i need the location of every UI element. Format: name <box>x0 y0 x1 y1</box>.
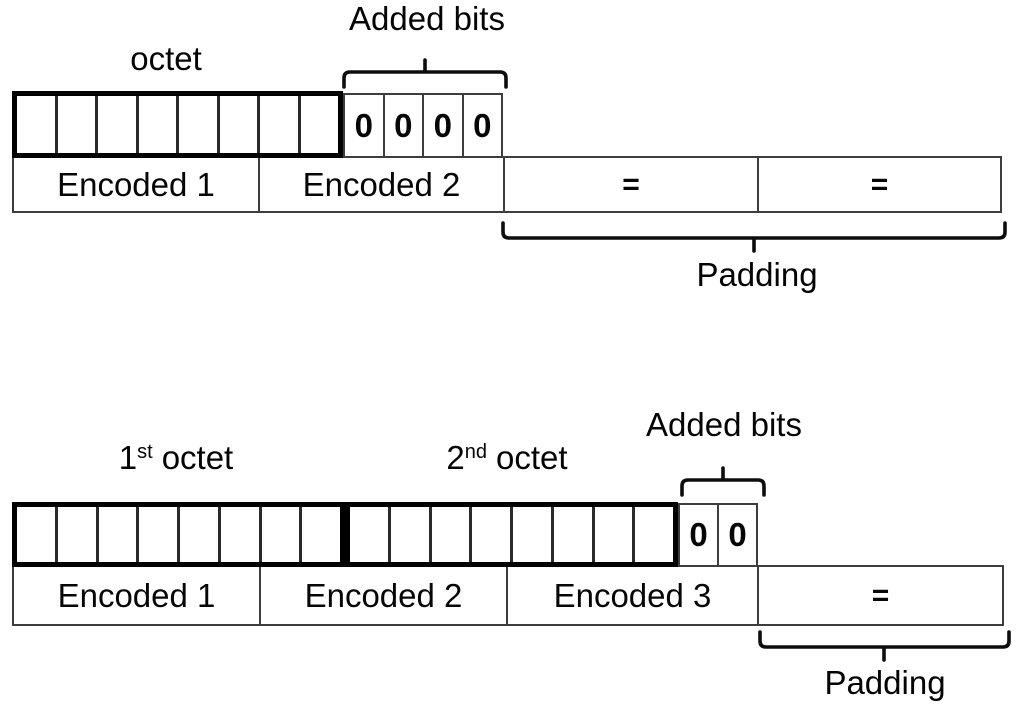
bit-cell <box>17 96 58 153</box>
added-bits-row: 0 0 0 0 <box>343 93 503 156</box>
first-octet-box <box>12 502 345 567</box>
first-octet-number: 1 <box>118 439 138 476</box>
bit-cell <box>99 507 140 562</box>
added-bits-brace-icon <box>679 464 767 498</box>
bit-cell <box>58 96 98 153</box>
octet-box <box>12 91 343 158</box>
added-bit-cell: 0 <box>345 95 385 156</box>
encoded-cell: Encoded 2 <box>261 567 508 624</box>
bit-cell <box>301 96 339 153</box>
octet-bit-cells <box>17 96 338 153</box>
padding-cell: = <box>870 167 889 201</box>
bit-cell <box>260 96 301 153</box>
bit-cell <box>262 507 303 562</box>
padding-cell: = <box>505 158 759 211</box>
added-bit-cell: 0 <box>424 95 464 156</box>
octet-bit-cells <box>17 507 340 562</box>
bit-cell <box>432 507 473 562</box>
encoded-cell: Encoded 1 <box>14 567 261 624</box>
bit-cell <box>220 96 260 153</box>
octet-bit-cells <box>350 507 673 562</box>
second-octet-ordinal: nd <box>464 441 488 463</box>
encoded-cell: Encoded 2 <box>260 158 505 211</box>
added-bits-label: Added bits <box>646 406 802 443</box>
encoded-cell: Encoded 1 <box>14 158 260 211</box>
bit-cell <box>350 507 391 562</box>
second-octet-box <box>345 502 678 567</box>
bit-cell <box>180 507 221 562</box>
bit-cell <box>98 96 139 153</box>
padding-label: Padding <box>696 256 818 293</box>
padding-brace-icon <box>500 220 1008 254</box>
encoded-row: Encoded 1 Encoded 2 Encoded 3 = <box>12 565 1004 626</box>
bit-cell <box>391 507 432 562</box>
bit-cell <box>139 96 179 153</box>
bit-cell <box>58 507 99 562</box>
bit-cell <box>302 507 340 562</box>
bit-cell <box>139 507 180 562</box>
encoded-row: Encoded 1 Encoded 2 = = <box>12 156 1002 213</box>
added-bit-cell: 0 <box>728 516 747 553</box>
bit-cell <box>513 507 554 562</box>
added-bits-label: Added bits <box>349 0 505 37</box>
bit-cell <box>221 507 262 562</box>
second-octet-word: octet <box>496 439 568 476</box>
bit-cell <box>635 507 673 562</box>
second-octet-number: 2 <box>446 439 465 476</box>
bit-cell <box>17 507 58 562</box>
bit-cell <box>554 507 595 562</box>
bit-cell <box>472 507 513 562</box>
octet-label: octet <box>130 40 202 77</box>
added-bit-cell: 0 <box>385 95 424 156</box>
added-bits-row: 0 0 <box>678 503 758 565</box>
padding-label: Padding <box>824 664 946 701</box>
added-bit-cell: 0 <box>473 106 492 144</box>
added-bits-brace-icon <box>341 56 509 90</box>
padding-cell: = <box>871 578 890 612</box>
first-octet-ordinal: st <box>137 441 153 463</box>
added-bit-cell: 0 <box>680 505 719 565</box>
padding-brace-icon <box>757 629 1012 663</box>
bit-cell <box>179 96 220 153</box>
bit-cell <box>595 507 636 562</box>
first-octet-word: octet <box>161 439 234 476</box>
encoded-cell: Encoded 3 <box>508 567 759 624</box>
